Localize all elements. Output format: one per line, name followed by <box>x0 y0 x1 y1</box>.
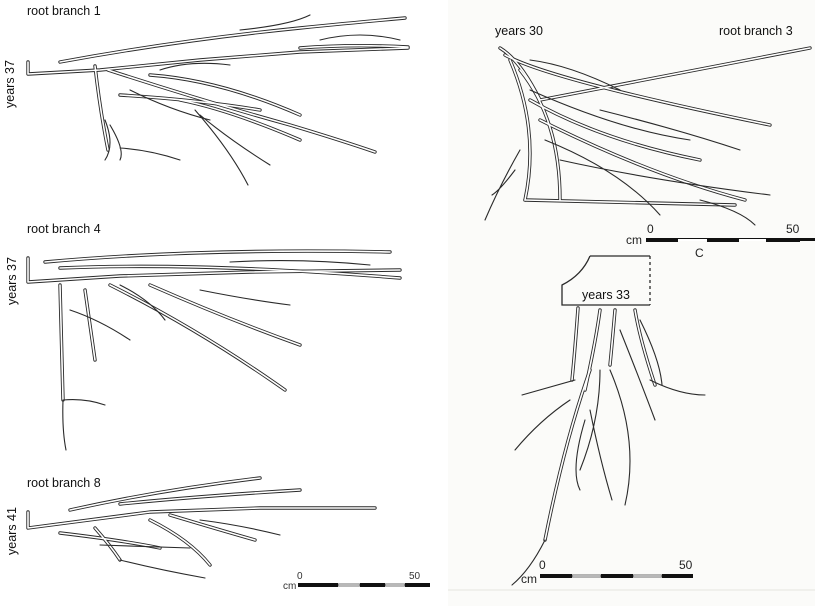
root-drawing-branch-1 <box>26 14 410 186</box>
age-label-years-37-a: years 37 <box>3 60 17 108</box>
scale-bar-left <box>298 583 430 587</box>
panel-label-root-branch-4: root branch 4 <box>27 222 101 236</box>
root-drawing-branch-8 <box>26 476 377 579</box>
scale-unit: cm <box>626 233 642 247</box>
age-label-years-33: years 33 <box>582 288 630 302</box>
root-drawing-branch-4 <box>26 249 402 451</box>
scale-caption: C <box>695 246 704 260</box>
scale-bar-c <box>646 238 815 242</box>
root-drawing-branch-3 <box>484 46 812 226</box>
scale-end: 50 <box>786 222 800 236</box>
scale-unit: cm <box>283 581 297 592</box>
panel-label-root-branch-8: root branch 8 <box>27 476 101 490</box>
scale-start: 0 <box>297 571 303 582</box>
panel-label-root-branch-3: root branch 3 <box>719 24 793 38</box>
right-panel-background <box>448 0 815 606</box>
scale-end: 50 <box>409 571 421 582</box>
scale-end: 50 <box>679 558 693 572</box>
root-drawing-years-33 <box>511 255 706 586</box>
scale-unit: cm <box>521 572 537 586</box>
scale-start: 0 <box>647 222 654 236</box>
panel-label-root-branch-1: root branch 1 <box>27 4 101 18</box>
scale-start: 0 <box>539 558 546 572</box>
age-label-years-30: years 30 <box>495 24 543 38</box>
age-label-years-37-b: years 37 <box>5 257 19 305</box>
scale-bar-right <box>540 574 693 578</box>
age-label-years-41: years 41 <box>5 507 19 555</box>
